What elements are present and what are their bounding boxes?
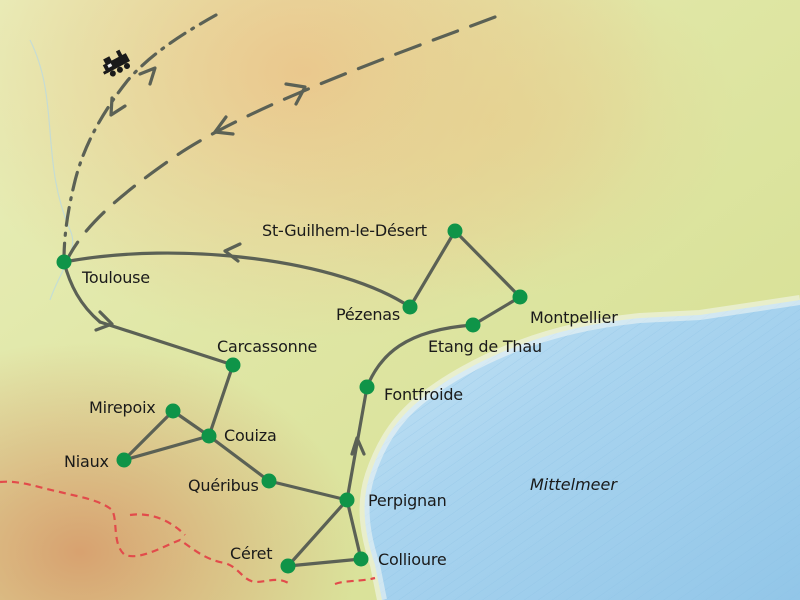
label-sea: Mittelmeer — [530, 475, 618, 494]
stop-st-guilhem[interactable] — [447, 223, 463, 239]
stop-fontfroide[interactable] — [359, 379, 375, 395]
stop-etang-de-thau[interactable] — [465, 317, 481, 333]
stop-collioure[interactable] — [353, 551, 369, 567]
stop-mirepoix[interactable] — [165, 403, 181, 419]
label-montpellier: Montpellier — [530, 308, 618, 327]
route-segment — [62, 251, 412, 309]
stop-queribus[interactable] — [261, 473, 277, 489]
stop-perpignan[interactable] — [339, 492, 355, 508]
route-segment — [365, 323, 475, 389]
route-segment — [207, 363, 235, 438]
train-icon — [102, 49, 130, 77]
label-toulouse: Toulouse — [81, 268, 150, 287]
national-border-inner — [129, 513, 186, 536]
label-couiza: Couiza — [224, 426, 277, 445]
direction-arrow — [213, 115, 235, 136]
label-pezenas: Pézenas — [336, 305, 400, 324]
direction-arrow — [284, 82, 307, 106]
label-mirepoix: Mirepoix — [89, 398, 156, 417]
route-segment — [345, 385, 369, 502]
direction-arrow — [138, 66, 157, 86]
coastline — [359, 295, 800, 600]
stop-montpellier[interactable] — [512, 289, 528, 305]
route-segment — [408, 229, 522, 327]
stop-ceret[interactable] — [280, 558, 296, 574]
route-segment — [122, 409, 211, 462]
direction-arrow — [109, 96, 127, 117]
sea-texture — [364, 300, 800, 600]
direction-arrow — [94, 310, 114, 332]
stop-couiza[interactable] — [201, 428, 217, 444]
direction-arrow — [350, 436, 366, 456]
direction-arrow — [223, 242, 242, 263]
stop-niaux[interactable] — [116, 452, 132, 468]
label-ceret: Céret — [230, 544, 272, 563]
national-border — [0, 480, 291, 585]
stop-carcassonne[interactable] — [225, 357, 241, 373]
stop-pezenas[interactable] — [402, 299, 418, 315]
national-border-coast — [334, 576, 376, 586]
stop-toulouse[interactable] — [56, 254, 72, 270]
route-segment — [286, 498, 363, 568]
label-perpignan: Perpignan — [368, 491, 447, 510]
label-st-guilhem: St-Guilhem-le-Désert — [262, 221, 427, 240]
label-carcassonne: Carcassonne — [217, 337, 317, 356]
flight-route-line — [66, 15, 497, 260]
label-fontfroide: Fontfroide — [384, 385, 463, 404]
label-collioure: Collioure — [378, 550, 447, 569]
label-niaux: Niaux — [64, 452, 109, 471]
train-route-line — [62, 13, 218, 262]
label-queribus: Quéribus — [188, 476, 259, 495]
route-segment — [98, 320, 235, 367]
label-etang-de-thau: Etang de Thau — [428, 337, 542, 356]
